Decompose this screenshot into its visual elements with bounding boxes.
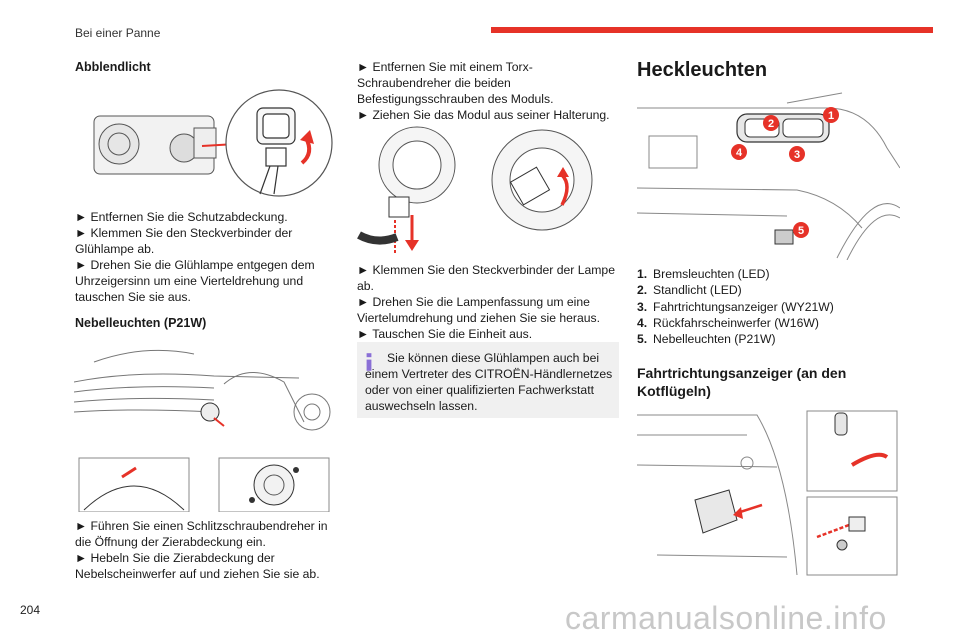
callout-3: 3 <box>794 149 800 161</box>
module-step-1: ► Entfernen Sie mit einem Torx-Schrauben… <box>357 60 554 106</box>
fog-heading-wrap: Nebelleuchten (P21W) <box>75 315 345 331</box>
info-note-text: Sie können diese Glühlampen auch bei ein… <box>365 351 613 413</box>
column-1: Abblendlicht <box>75 59 345 75</box>
watermark: carmanualsonline.info <box>565 600 887 636</box>
info-note-box: Sie können diese Glühlampen auch bei ein… <box>357 342 619 418</box>
callout-5: 5 <box>798 225 804 237</box>
heading-rear-lights: Heckleuchten <box>637 59 768 81</box>
rear-lights-list: 1.Bremsleuchten (LED) 2.Standlicht (LED)… <box>637 266 917 347</box>
header-accent-bar <box>491 27 933 33</box>
low-beam-illustration <box>93 89 333 197</box>
low-beam-step-3: ► Drehen Sie die Glühlampe entgegen dem … <box>75 258 315 304</box>
list-item: 5.Nebelleuchten (P21W) <box>637 332 776 347</box>
lamp-steps: ► Klemmen Sie den Steckverbinder der Lam… <box>357 262 623 342</box>
heading-fog-lights: Nebelleuchten (P21W) <box>75 316 207 330</box>
callout-1: 1 <box>828 110 834 122</box>
indicators-heading-wrap: Fahrtrichtungsanzeiger (an den Kotflügel… <box>637 364 877 400</box>
fog-step-1: ► Führen Sie einen Schlitzschraubendrehe… <box>75 519 328 549</box>
heading-side-indicators: Fahrtrichtungsanzeiger (an den Kotflügel… <box>637 365 847 399</box>
fog-steps: ► Führen Sie einen Schlitzschraubendrehe… <box>75 518 345 582</box>
module-steps: ► Entfernen Sie mit einem Torx-Schrauben… <box>357 59 623 123</box>
running-header: Bei einer Panne <box>75 26 161 40</box>
callout-2: 2 <box>768 118 774 130</box>
lamp-step-1: ► Klemmen Sie den Steckverbinder der Lam… <box>357 263 615 293</box>
low-beam-steps: ► Entfernen Sie die Schutzabdeckung. ► K… <box>75 209 345 305</box>
callout-4: 4 <box>736 147 743 159</box>
low-beam-step-2: ► Klemmen Sie den Steckverbinder der Glü… <box>75 226 293 256</box>
list-item: 1.Bremsleuchten (LED) <box>637 267 770 281</box>
heading-low-beam: Abblendlicht <box>75 60 151 74</box>
info-icon <box>366 353 372 371</box>
fog-light-illustration <box>74 349 331 512</box>
module-step-2: ► Ziehen Sie das Modul aus seiner Halter… <box>357 108 610 122</box>
low-beam-step-1: ► Entfernen Sie die Schutzabdeckung. <box>75 210 288 224</box>
rear-lights-illustration: 1 2 3 4 5 <box>637 92 900 260</box>
page-number: 204 <box>20 603 41 617</box>
lamp-step-2: ► Drehen Sie die Lampenfassung um eine V… <box>357 295 601 325</box>
list-item: 4.Rückfahrscheinwerfer (W16W) <box>637 315 819 330</box>
side-indicator-illustration <box>637 410 898 576</box>
list-item: 2.Standlicht (LED) <box>637 283 742 298</box>
rear-heading-wrap: Heckleuchten <box>637 58 917 82</box>
lamp-step-3: ► Tauschen Sie die Einheit aus. <box>357 327 533 341</box>
fog-step-2: ► Hebeln Sie die Zierabdeckung der Nebel… <box>75 551 320 581</box>
list-item: 3.Fahrtrichtungsanzeiger (WY21W) <box>637 299 834 314</box>
fog-module-illustration <box>357 126 593 253</box>
